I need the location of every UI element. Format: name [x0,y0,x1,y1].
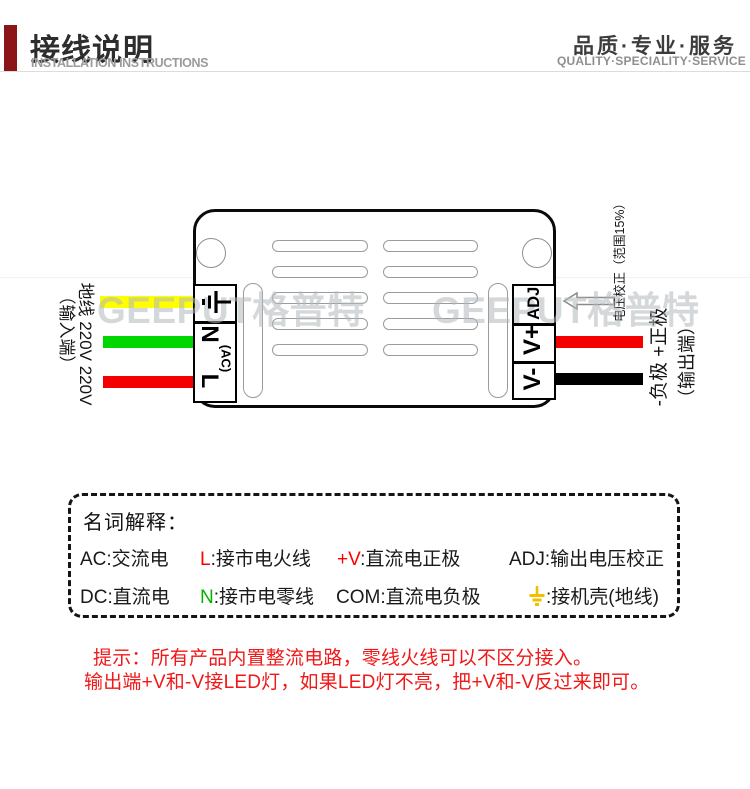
glossary-term: AC [80,549,107,570]
glossary-term: ADJ [509,549,545,570]
glossary-def: :直流电 [107,587,170,608]
glossary-term: L [200,549,211,570]
vent-slot [383,240,478,252]
glossary-def: :接市电火线 [210,549,311,570]
glossary-item-ac: AC:交流电 [80,544,169,571]
vent-slot [383,292,478,304]
wire-neutral [103,336,193,348]
glossary-term: N [200,587,214,608]
glossary-item-dc: DC:直流电 [80,582,170,609]
vent-slot [272,266,368,278]
glossary-title: 名词解释： [83,512,188,534]
slogan-cn: 品质·专业·服务 [573,35,737,58]
input-side-label: （输入端） [57,287,76,373]
wire-ground [100,296,193,308]
glossary-def: :接机壳(地线) [546,587,659,608]
glossary-term: +V [337,549,361,570]
terminal-label-v-minus: V- [519,367,546,391]
glossary-item-plus-v: +V:直流电正极 [337,544,460,571]
watermark-text: GEEPUT格普特 [432,290,700,331]
tip-line-1: 提示：所有产品内置整流电路，零线火线可以不区分接入。 [93,648,593,669]
header-accent-block [4,25,17,71]
vent-slot [383,318,478,330]
glossary-def: :输出电压校正 [544,549,665,570]
glossary-def: :直流电负极 [380,587,481,608]
glossary-def: :接市电零线 [213,587,315,608]
tip-line-2: 输出端+V和-V接LED灯，如果LED灯不亮，把+V和-V反过来即可。 [84,672,650,693]
earth-ground-icon [528,585,546,613]
terminal-divider [514,361,554,364]
mount-hole-left [196,238,226,268]
terminal-label-adj: ADJ [524,286,543,320]
terminal-label-n: N [196,325,223,343]
glossary-item-earth: :接机壳(地线) [528,582,659,613]
wire-positive [556,336,643,348]
adj-arrow-icon [562,291,615,311]
page-subtitle: INSTALLATION INSTRUCTIONS [31,56,209,70]
watermark-text: GEEPUT格普特 [97,290,365,331]
terminal-divider [195,321,235,324]
glossary-item-n: N:接市电零线 [200,582,314,609]
vent-slot [272,240,368,252]
page-title: 接线说明 [30,34,154,67]
input-wires-label: 地线 220V 220V [76,282,95,406]
vent-slot [383,266,478,278]
glossary-term: DC [80,587,108,608]
glossary-term: COM [336,587,381,608]
side-slot-left [243,283,263,398]
output-terminal-block [512,284,556,400]
earth-terminal-icon [202,291,231,313]
glossary-def: :直流电正极 [360,549,461,570]
mount-hole-right [522,238,552,268]
vent-slot [272,292,368,304]
side-slot-right [488,283,508,398]
wire-negative [556,373,643,385]
vent-slot [383,344,478,356]
wire-live [103,376,193,388]
terminal-divider [514,323,554,326]
glossary-item-adj: ADJ:输出电压校正 [509,544,664,571]
slogan-en: QUALITY·SPECIALITY·SERVICE [557,54,746,68]
glossary-box [68,493,680,618]
glossary-def: :交流电 [106,549,169,570]
vent-slot [272,344,368,356]
terminal-label-l: L [196,373,223,389]
glossary-item-l: L:接市电火线 [200,544,311,571]
header-divider [0,71,750,72]
terminal-label-ac: (AC) [218,344,234,373]
glossary-item-com: COM:直流电负极 [336,582,481,609]
vent-slot [272,318,368,330]
